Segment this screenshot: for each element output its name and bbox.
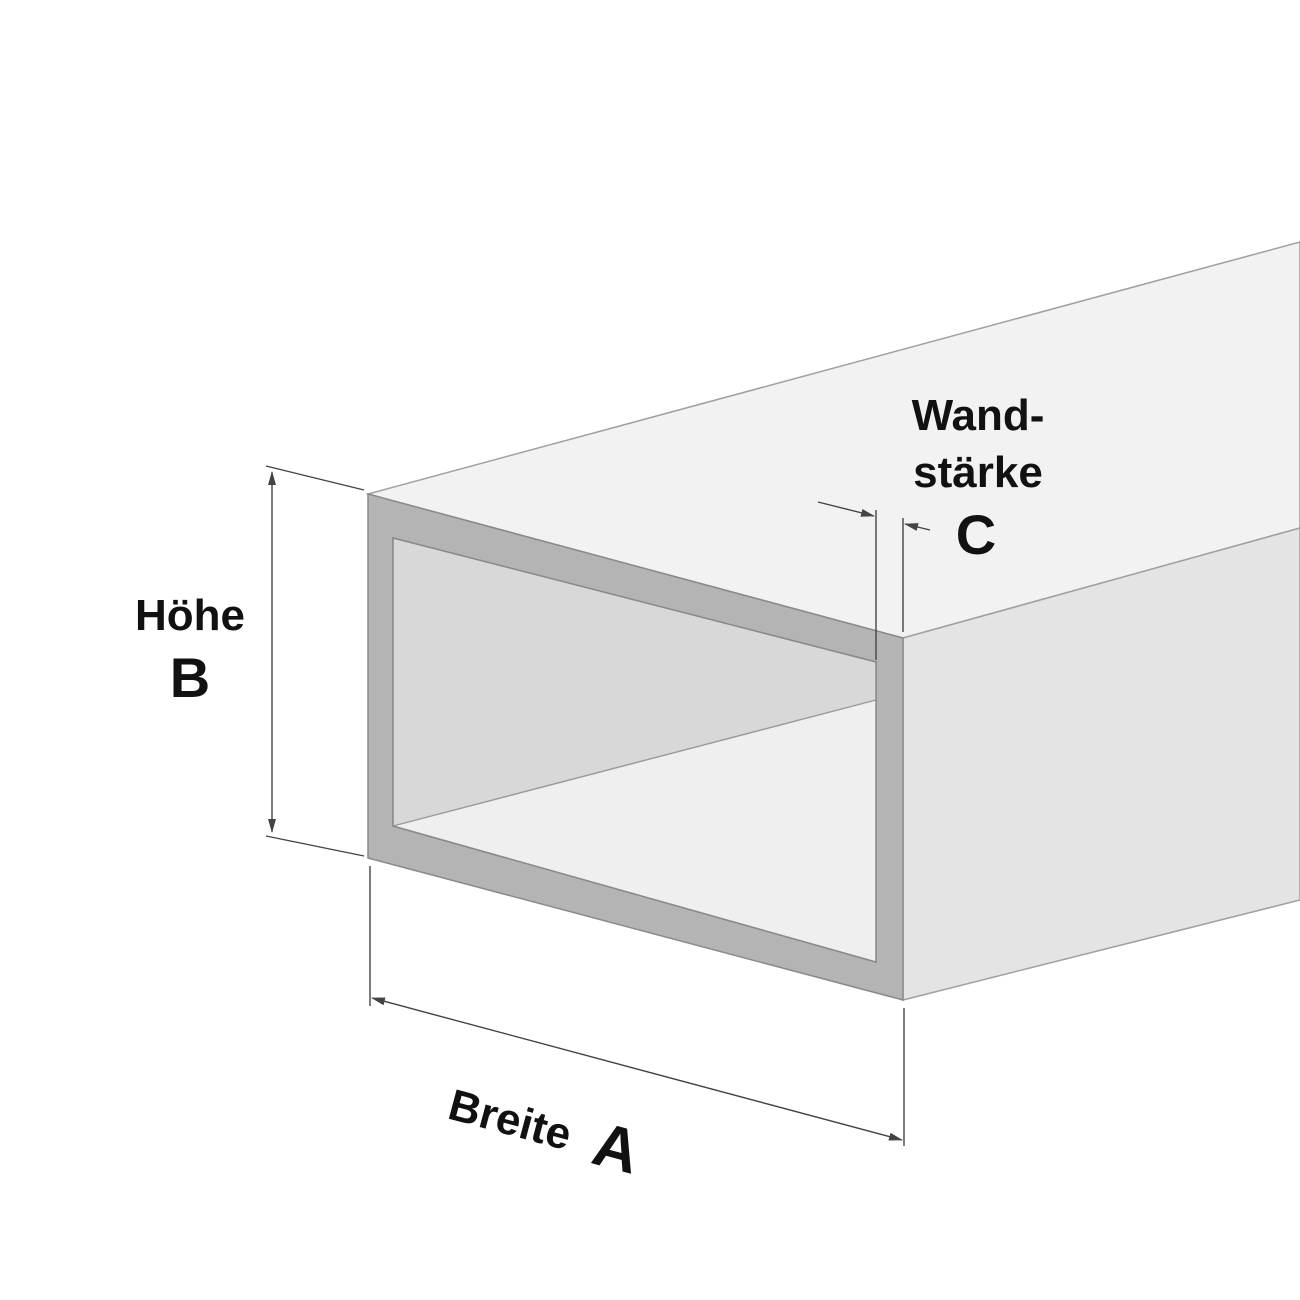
height-letter-label: B (170, 646, 210, 709)
tube-inner-upper (393, 538, 876, 826)
wall-word-label-line2: stärke (913, 448, 1043, 497)
dimension-wall-thickness (817, 501, 931, 660)
tube-inner-outline (392, 537, 877, 963)
width-label-group: Breite A (443, 1080, 647, 1187)
wall-letter-label: C (956, 503, 996, 566)
dimension-width (369, 866, 905, 1146)
height-word-label: Höhe (135, 591, 245, 640)
width-letter-label: A (586, 1109, 647, 1187)
tube-inner-floor (393, 700, 876, 962)
dimension-height (265, 465, 365, 857)
tube-inner-diagonal (392, 699, 877, 827)
width-word-label: Breite (443, 1080, 576, 1160)
wall-word-label-line1: Wand- (912, 391, 1045, 440)
